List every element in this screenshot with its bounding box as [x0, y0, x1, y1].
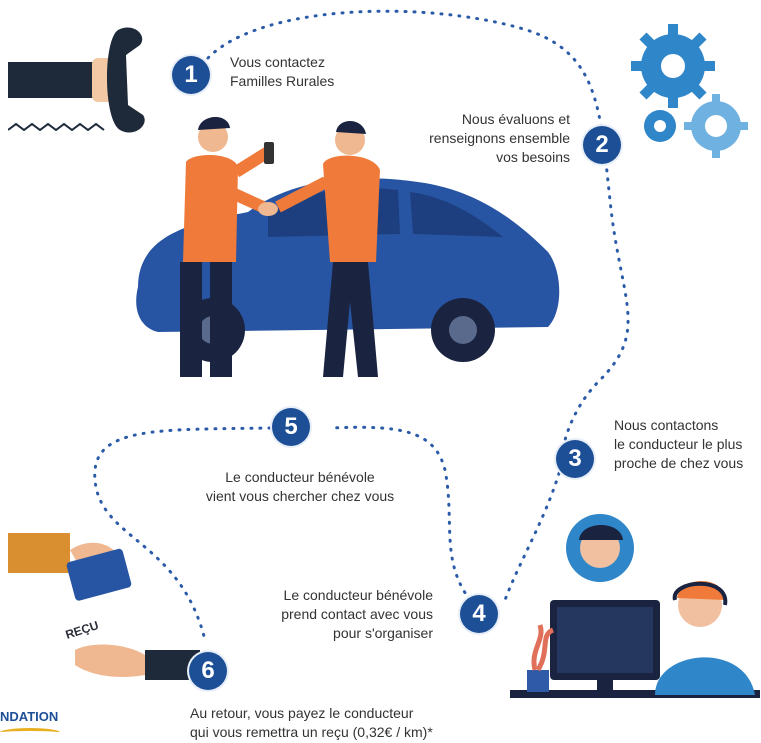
- step-3-line-1: Nous contactons: [614, 417, 719, 433]
- step-2-line-1: Nous évaluons et: [461, 111, 570, 127]
- step-4-line-1: Le conducteur bénévole: [283, 587, 433, 603]
- foundation-logo: NDATION: [0, 708, 60, 737]
- step-5-line-1: Le conducteur bénévole: [225, 469, 375, 485]
- step-6-line-2: qui vous remettra un reçu (0,32€ / km)*: [190, 724, 433, 740]
- step-5-line-2: vient vous chercher chez vous: [205, 488, 395, 504]
- gears-icon: [631, 24, 748, 158]
- step-3-line-3: proche de chez vous: [614, 455, 744, 471]
- receipt-hand-illustration: REÇU: [60, 618, 200, 685]
- logo-swoosh: [0, 728, 60, 737]
- step-4-text: Le conducteur bénévole prend contact ave…: [248, 586, 433, 643]
- car-handshake-illustration: [136, 116, 560, 377]
- step-1-line-1: Vous contactez: [230, 54, 325, 70]
- step-4-line-2: prend contact avec vous: [281, 606, 433, 622]
- payment-card-illustration: [8, 533, 132, 601]
- step-1-line-2: Familles Rurales: [230, 73, 335, 89]
- logo-text: NDATION: [0, 709, 59, 724]
- step-5-text: Le conducteur bénévole vient vous cherch…: [185, 468, 415, 506]
- step-2-badge: 2: [583, 126, 621, 164]
- step-2-text: Nous évaluons et renseignons ensemble vo…: [390, 110, 570, 167]
- step-1-badge: 1: [172, 56, 210, 94]
- headset-agent-illustration: [510, 514, 760, 698]
- step-1-text: Vous contactez Familles Rurales: [230, 53, 334, 91]
- step-5-badge: 5: [272, 408, 310, 446]
- step-4-line-3: pour s'organiser: [333, 625, 433, 641]
- step-2-line-3: vos besoins: [496, 149, 570, 165]
- step-6-text: Au retour, vous payez le conducteur qui …: [190, 704, 490, 742]
- step-4-badge: 4: [460, 595, 498, 633]
- step-6-line-1: Au retour, vous payez le conducteur: [190, 705, 414, 721]
- phone-call-illustration: [8, 27, 145, 133]
- step-3-line-2: le conducteur le plus: [614, 436, 743, 452]
- step-3-text: Nous contactons le conducteur le plus pr…: [614, 416, 743, 473]
- step-3-badge: 3: [556, 440, 594, 478]
- step-2-line-2: renseignons ensemble: [429, 130, 570, 146]
- step-6-badge: 6: [189, 652, 227, 690]
